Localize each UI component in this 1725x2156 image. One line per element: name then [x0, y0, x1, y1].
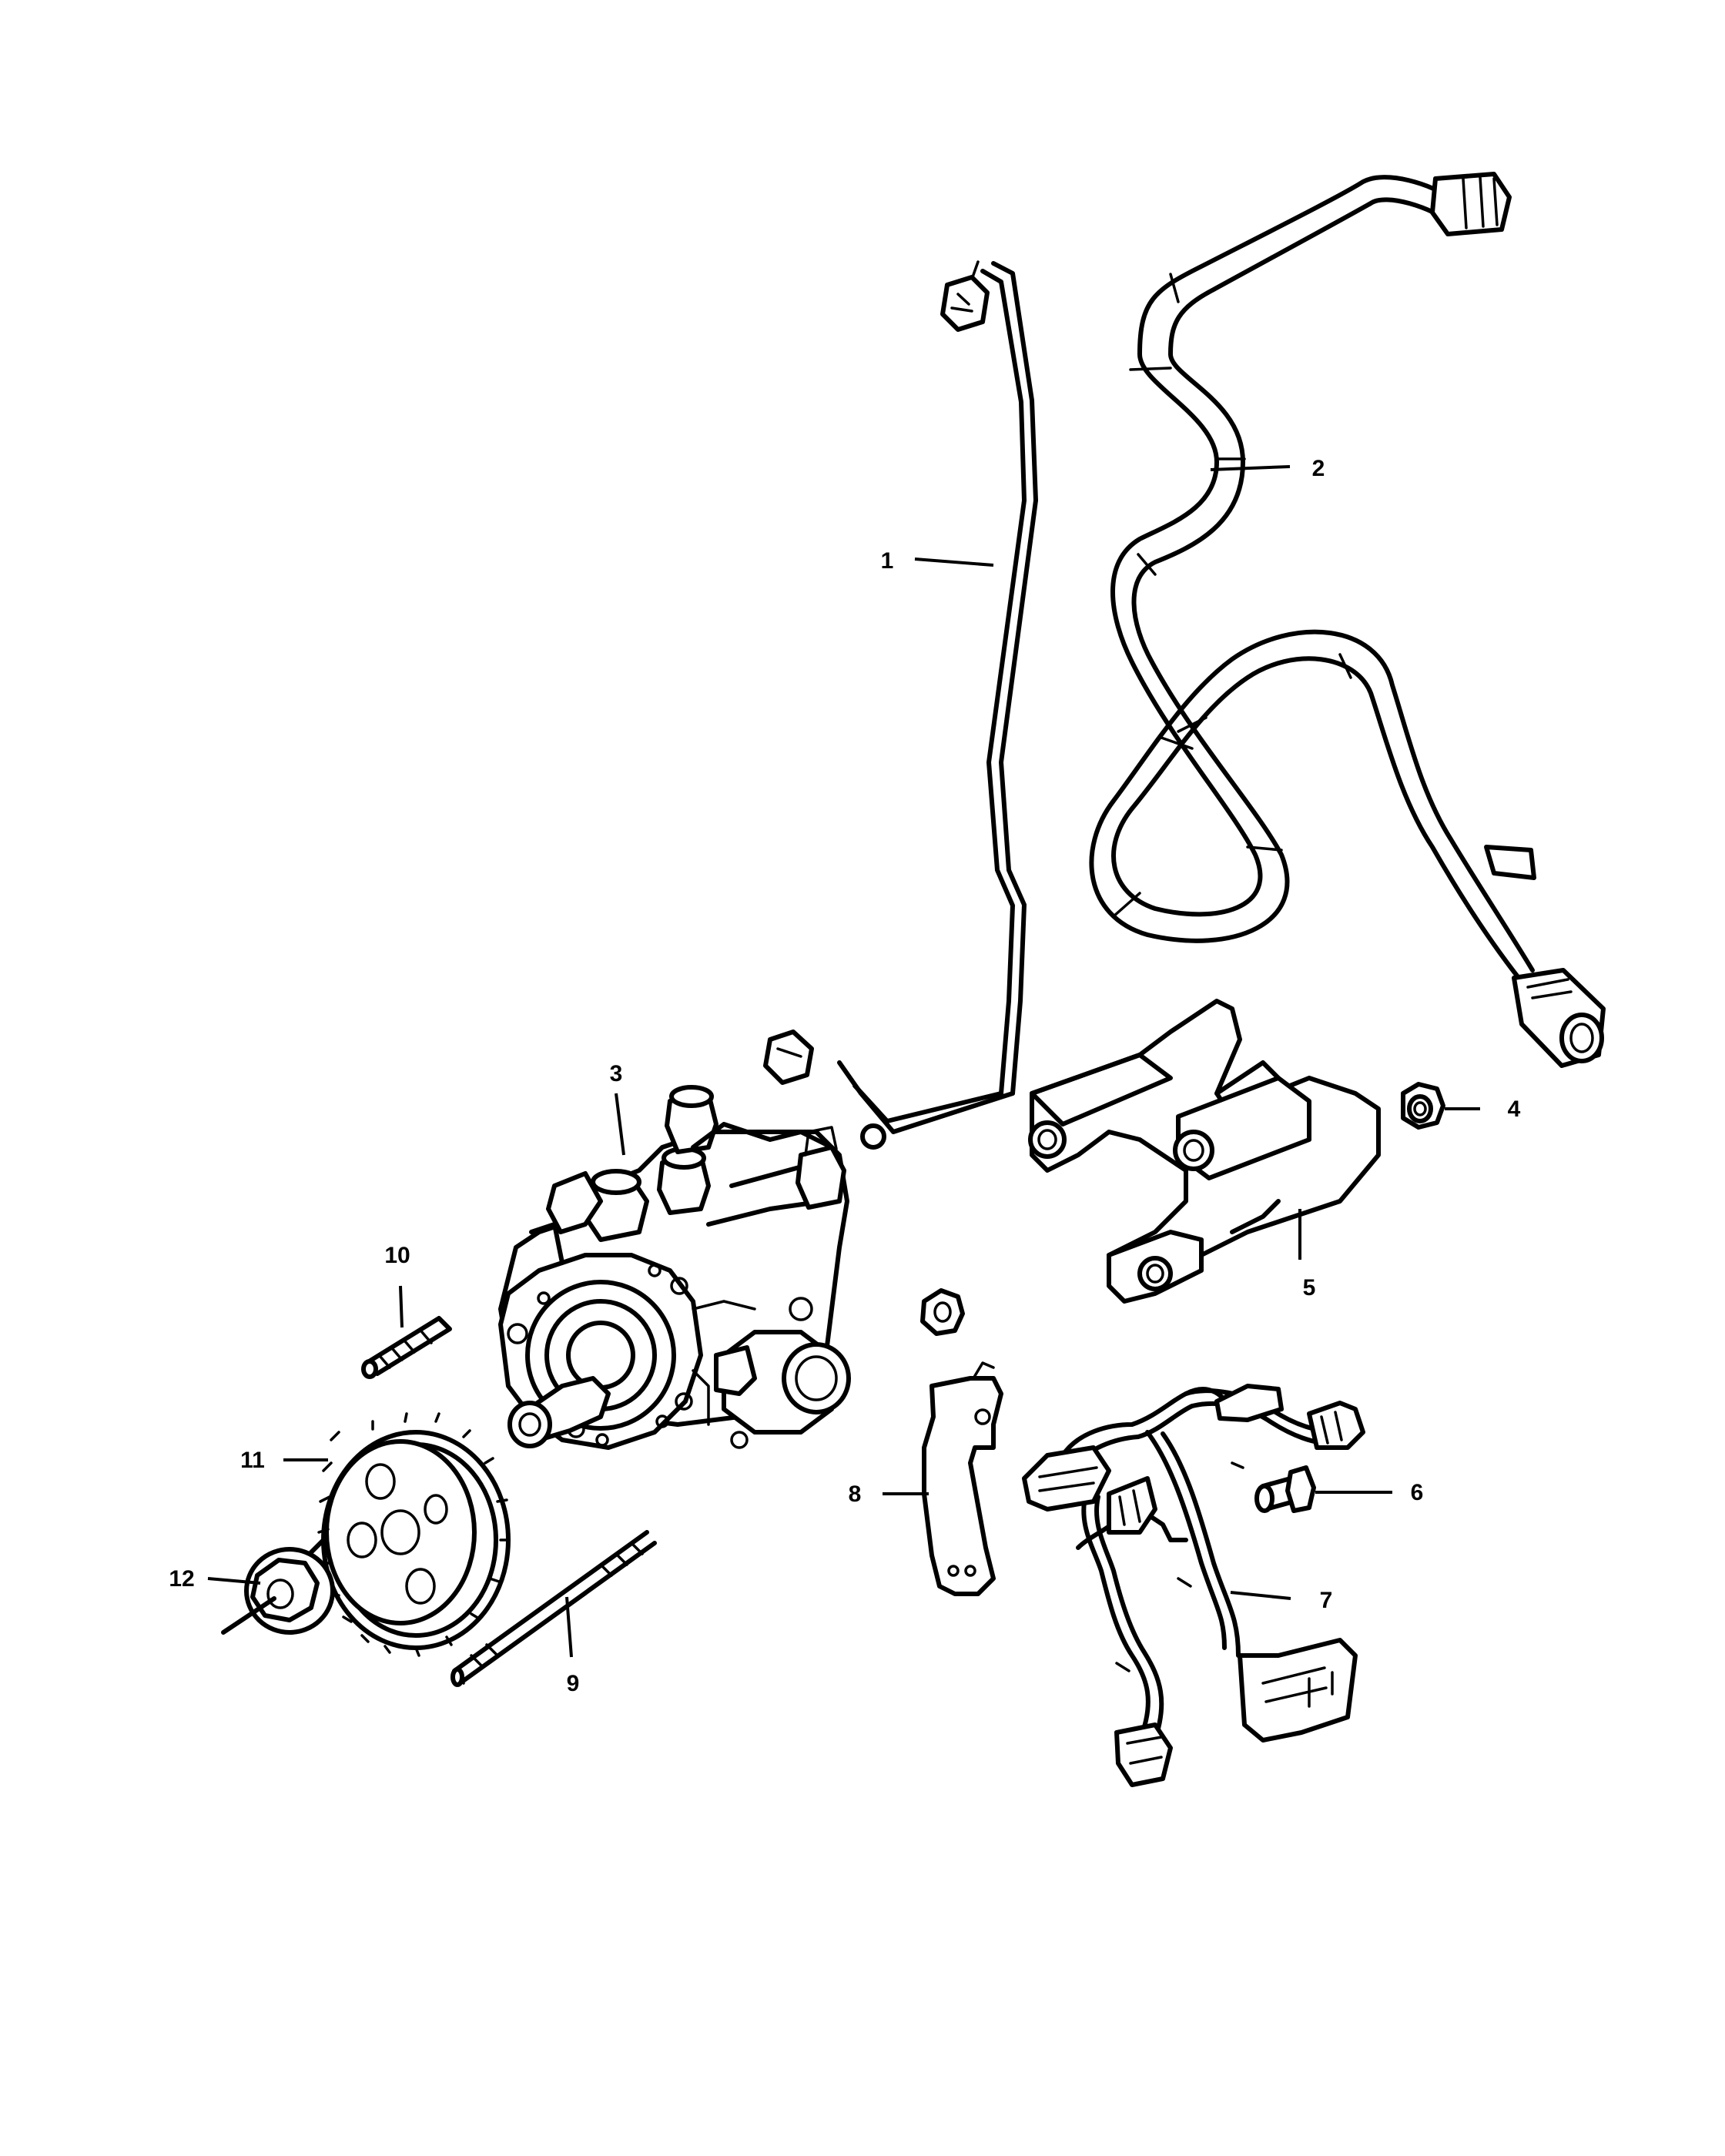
bracket-5 [1028, 999, 1381, 1304]
leader-2 [1210, 465, 1291, 471]
callout-7: 7 [1320, 1588, 1333, 1613]
leader-9 [565, 1596, 573, 1658]
stud-10 [361, 1316, 452, 1379]
callout-11: 11 [240, 1448, 265, 1473]
sprocket-11 [290, 1412, 511, 1657]
leader-1 [914, 557, 994, 567]
callout-4: 4 [1508, 1096, 1521, 1122]
callout-2: 2 [1312, 456, 1325, 481]
high-pressure-pump-3 [498, 1085, 851, 1450]
fuel-hose-2 [1089, 172, 1606, 1068]
callout-8: 8 [849, 1481, 862, 1507]
wiring-harness-7 [1022, 1384, 1365, 1787]
callout-6: 6 [1411, 1480, 1424, 1505]
flange-nut-12 [221, 1547, 335, 1635]
bracket-8 [922, 1361, 1003, 1596]
callout-1: 1 [881, 548, 894, 574]
leader-12 [207, 1577, 261, 1585]
fuel-tube-1 [763, 260, 1038, 1150]
callout-10: 10 [384, 1243, 410, 1268]
stud-9 [451, 1530, 657, 1687]
callout-3: 3 [610, 1061, 623, 1086]
bolt-6 [1254, 1465, 1316, 1513]
leader-3 [615, 1093, 625, 1156]
leader-lines [207, 465, 1480, 1658]
nut-small [920, 1288, 965, 1336]
leader-10 [399, 1285, 404, 1328]
callout-5: 5 [1303, 1275, 1316, 1301]
callout-labels: 1 2 3 4 5 6 7 8 9 10 11 12 [169, 456, 1520, 1696]
leader-7 [1230, 1591, 1291, 1600]
callout-12: 12 [169, 1566, 194, 1592]
nut-4 [1401, 1082, 1445, 1130]
callout-9: 9 [567, 1671, 580, 1696]
